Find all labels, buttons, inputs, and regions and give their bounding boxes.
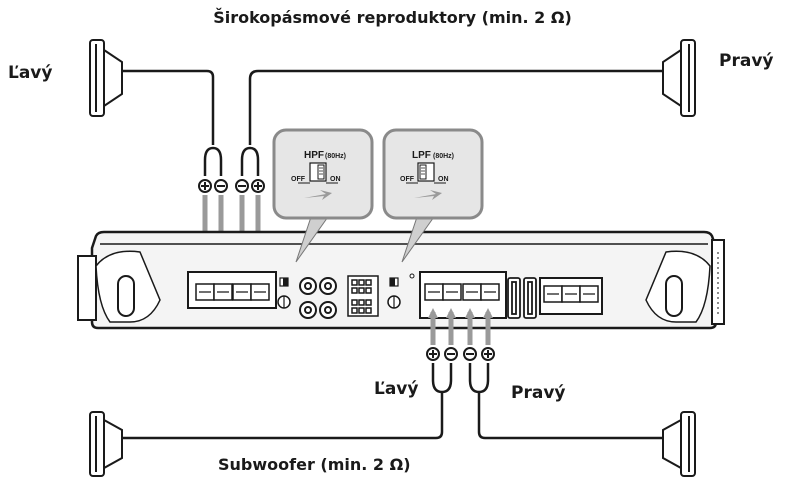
rca-input-jacks	[299, 277, 337, 319]
amplifier-body	[77, 230, 725, 330]
power-connector	[347, 275, 379, 317]
right-speaker-label-top: Pravý	[719, 51, 774, 71]
hpf-off-label: OFF	[291, 176, 306, 183]
subwoofer-title: Subwoofer (min. 2 Ω)	[218, 455, 411, 474]
top-speaker-wires	[122, 69, 663, 176]
subwoofer-wires	[122, 363, 663, 440]
hpf-switch-name: HPF	[304, 150, 324, 161]
bottom-polarity-symbols	[426, 347, 495, 361]
fuses	[507, 277, 537, 319]
subwoofer-left-icon	[89, 411, 123, 477]
left-subwoofer-label: Ľavý	[374, 379, 419, 399]
lpf-switch-on-body	[387, 273, 415, 309]
lpf-off-label: OFF	[400, 176, 415, 183]
lpf-callout: LPF (80Hz) OFF ON	[382, 128, 484, 263]
subwoofer-terminal-block	[419, 271, 507, 319]
lpf-switch-freq: (80Hz)	[433, 153, 454, 160]
hpf-callout: HPF (80Hz) OFF ON	[272, 128, 374, 263]
lpf-on-label: ON	[438, 176, 449, 183]
hpf-switch-freq: (80Hz)	[325, 153, 346, 160]
subwoofer-right-icon	[662, 411, 696, 477]
bottom-connection-arrows	[428, 308, 493, 345]
lpf-switch-name: LPF	[412, 150, 431, 161]
hpf-on-label: ON	[330, 176, 341, 183]
speaker-top-left-icon	[89, 39, 123, 117]
speaker-top-right-icon	[662, 39, 696, 117]
hpf-switch-on-body	[277, 277, 291, 309]
top-polarity-symbols	[198, 179, 265, 193]
power-terminal-block	[539, 277, 603, 315]
left-speaker-label-top: Ľavý	[8, 63, 53, 83]
front-speaker-terminal-block	[187, 271, 277, 309]
right-subwoofer-label: Pravý	[511, 383, 566, 403]
fullrange-speakers-title: Širokopásmové reproduktory (min. 2 Ω)	[213, 8, 572, 27]
